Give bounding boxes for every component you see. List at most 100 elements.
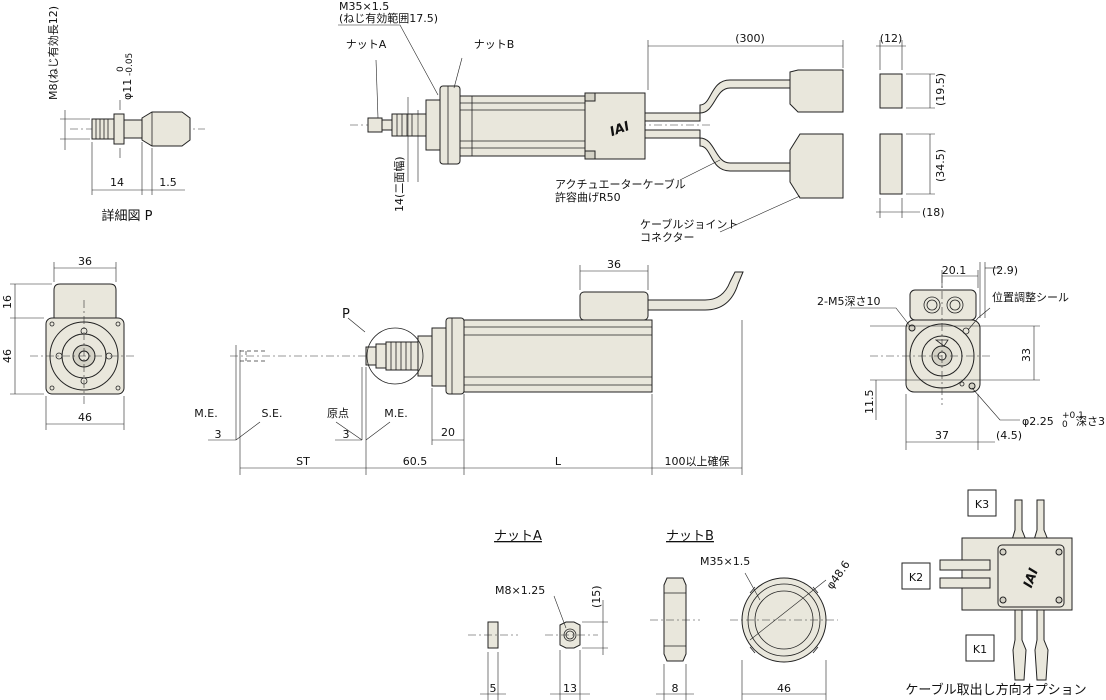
side-me-right: M.E. [384, 407, 407, 420]
cable-option-view: IAI K3 K2 K1 ケーブル取出し方向オプション [901, 489, 1087, 698]
top-joint-label-2: コネクター [640, 231, 695, 244]
rear-view: 20.1 (2.9) 2-M5深さ10 位置調整シール 33 11.5 37 (… [817, 262, 1105, 450]
top-nut-b-label: ナットB [474, 38, 515, 51]
cable-option-k1-box [965, 634, 995, 662]
side-nut-b [445, 317, 465, 395]
nut-b-title: ナットB [666, 529, 714, 544]
rear-seal [962, 327, 970, 335]
nut-b-detail: ナットB M35×1.5 φ48.6 8 46 [650, 529, 853, 700]
front-view: 36 46 16 46 [1, 255, 135, 430]
detail-p-dia-tol-upper: 0 [116, 66, 126, 72]
rear-d4-5: (4.5) [996, 429, 1022, 442]
detail-p-caption: 詳細図 P [102, 208, 153, 224]
top-cable-lower [699, 137, 791, 172]
top-thread-note: (ねじ有効範囲17.5) [339, 11, 438, 25]
rear-pin-tol-lower: 0 [1062, 420, 1068, 430]
connector-d34-5: (34.5) [934, 149, 947, 182]
front-motor-cover [53, 283, 117, 319]
side-cable [647, 271, 744, 311]
side-d60-5: 60.5 [403, 455, 428, 468]
nut-a-detail: ナットA M8×1.25 (15) 5 13 [468, 529, 608, 700]
side-origin: 原点 [327, 407, 349, 420]
top-connector-upper [789, 69, 844, 113]
cable-option-caption: ケーブル取出し方向オプション [905, 682, 1086, 698]
nut-a-thread: M8×1.25 [495, 584, 545, 597]
detail-p-dim-14: 14 [110, 176, 124, 189]
front-height-16: 16 [1, 295, 14, 309]
rear-pin-depth: 深さ3 [1076, 415, 1105, 428]
cable-option-k1: K1 [973, 643, 987, 656]
side-detail-p-circle [366, 327, 424, 385]
nut-a-title: ナットA [494, 529, 542, 544]
rear-tapped-label: 2-M5深さ10 [817, 295, 880, 308]
top-nut-b [439, 85, 461, 165]
top-joint-label-1: ケーブルジョイント [640, 217, 738, 231]
connector-d12: (12) [880, 32, 903, 45]
side-three-right: 3 [343, 428, 350, 441]
top-thread-main: M35×1.5 [339, 0, 389, 13]
rear-seal-label: 位置調整シール [992, 290, 1069, 304]
side-l: L [555, 455, 562, 468]
top-motor-cover [584, 92, 646, 160]
top-cable-length: (300) [735, 32, 765, 45]
cable-option-k3: K3 [975, 498, 989, 511]
rear-d20-1: 20.1 [942, 264, 967, 277]
nut-a-d15: (15) [590, 585, 603, 608]
detail-p-dia-tol-lower: -0.05 [125, 53, 135, 76]
side-clearance: 100以上確保 [665, 454, 730, 468]
rear-d2-9: (2.9) [992, 264, 1018, 277]
rear-tapped-hole-2 [968, 382, 976, 390]
side-se: S.E. [262, 407, 283, 420]
side-me-left: M.E. [194, 407, 217, 420]
detail-p-thread-label: M8(ねじ有効長12) [46, 6, 60, 100]
side-nut-a [375, 343, 387, 369]
nut-b-side [663, 577, 687, 662]
side-connector-housing [579, 291, 649, 321]
rear-d11-5: 11.5 [863, 390, 876, 415]
cable-option-k3-box [967, 489, 997, 517]
side-st: ST [296, 455, 310, 468]
rear-pin-label: φ2.25 [1022, 415, 1054, 428]
cable-option-k2-box [901, 562, 931, 590]
side-p-label: P [342, 307, 350, 322]
nut-b-thread: M35×1.5 [700, 555, 750, 568]
top-iai-logo: IAI [608, 119, 632, 140]
side-three-left: 3 [215, 428, 222, 441]
detail-p-nut [113, 113, 125, 145]
connector-d18: (18) [922, 206, 945, 219]
connector-face-upper [879, 73, 903, 109]
top-cable-bend-label: アクチュエーターケーブル [555, 177, 686, 191]
nut-b-d46: 46 [777, 682, 791, 695]
rear-pin-tol-upper: +0.1 [1062, 411, 1084, 421]
top-nut-a [367, 117, 383, 133]
connector-d19-5: (19.5) [934, 73, 947, 106]
top-cable-bend-radius: 許容曲げR50 [555, 190, 621, 204]
front-width-46: 46 [78, 411, 92, 424]
detail-p-rod-end [141, 111, 191, 147]
front-height-46: 46 [1, 349, 14, 363]
detail-p-thread [91, 118, 115, 140]
top-cable-upper [699, 79, 791, 114]
rear-d37: 37 [935, 429, 949, 442]
side-view: P M.E. S.E. 原点 M.E. 3 3 20 36 ST 60.5 L … [194, 258, 744, 475]
rear-d33: 33 [1020, 348, 1033, 362]
side-actuator-body [463, 319, 653, 393]
top-nut-a-label: ナットA [346, 38, 387, 51]
connector-views: (12) (19.5) (34.5) (18) [876, 32, 947, 219]
side-d20: 20 [441, 426, 455, 439]
connector-face-lower [879, 133, 903, 195]
nut-b-d8: 8 [672, 682, 679, 695]
nut-a-d5: 5 [490, 682, 497, 695]
side-d36: 36 [607, 258, 621, 271]
rear-connector-cap [909, 289, 977, 321]
detail-p-view: M8(ねじ有効長12) φ11 0 -0.05 14 1.5 詳細図 P [46, 6, 205, 224]
nut-a-front [559, 621, 581, 649]
top-view: IAI M35×1.5 (ねじ有効範囲17.5) ナットA ナットB 14(二面… [338, 0, 844, 244]
cable-option-logo: IAI [1021, 566, 1042, 590]
cable-option-k2: K2 [909, 571, 923, 584]
detail-p-dim-1-5: 1.5 [159, 176, 177, 189]
nut-a-d13: 13 [563, 682, 577, 695]
rear-tapped-hole-1 [908, 324, 916, 332]
